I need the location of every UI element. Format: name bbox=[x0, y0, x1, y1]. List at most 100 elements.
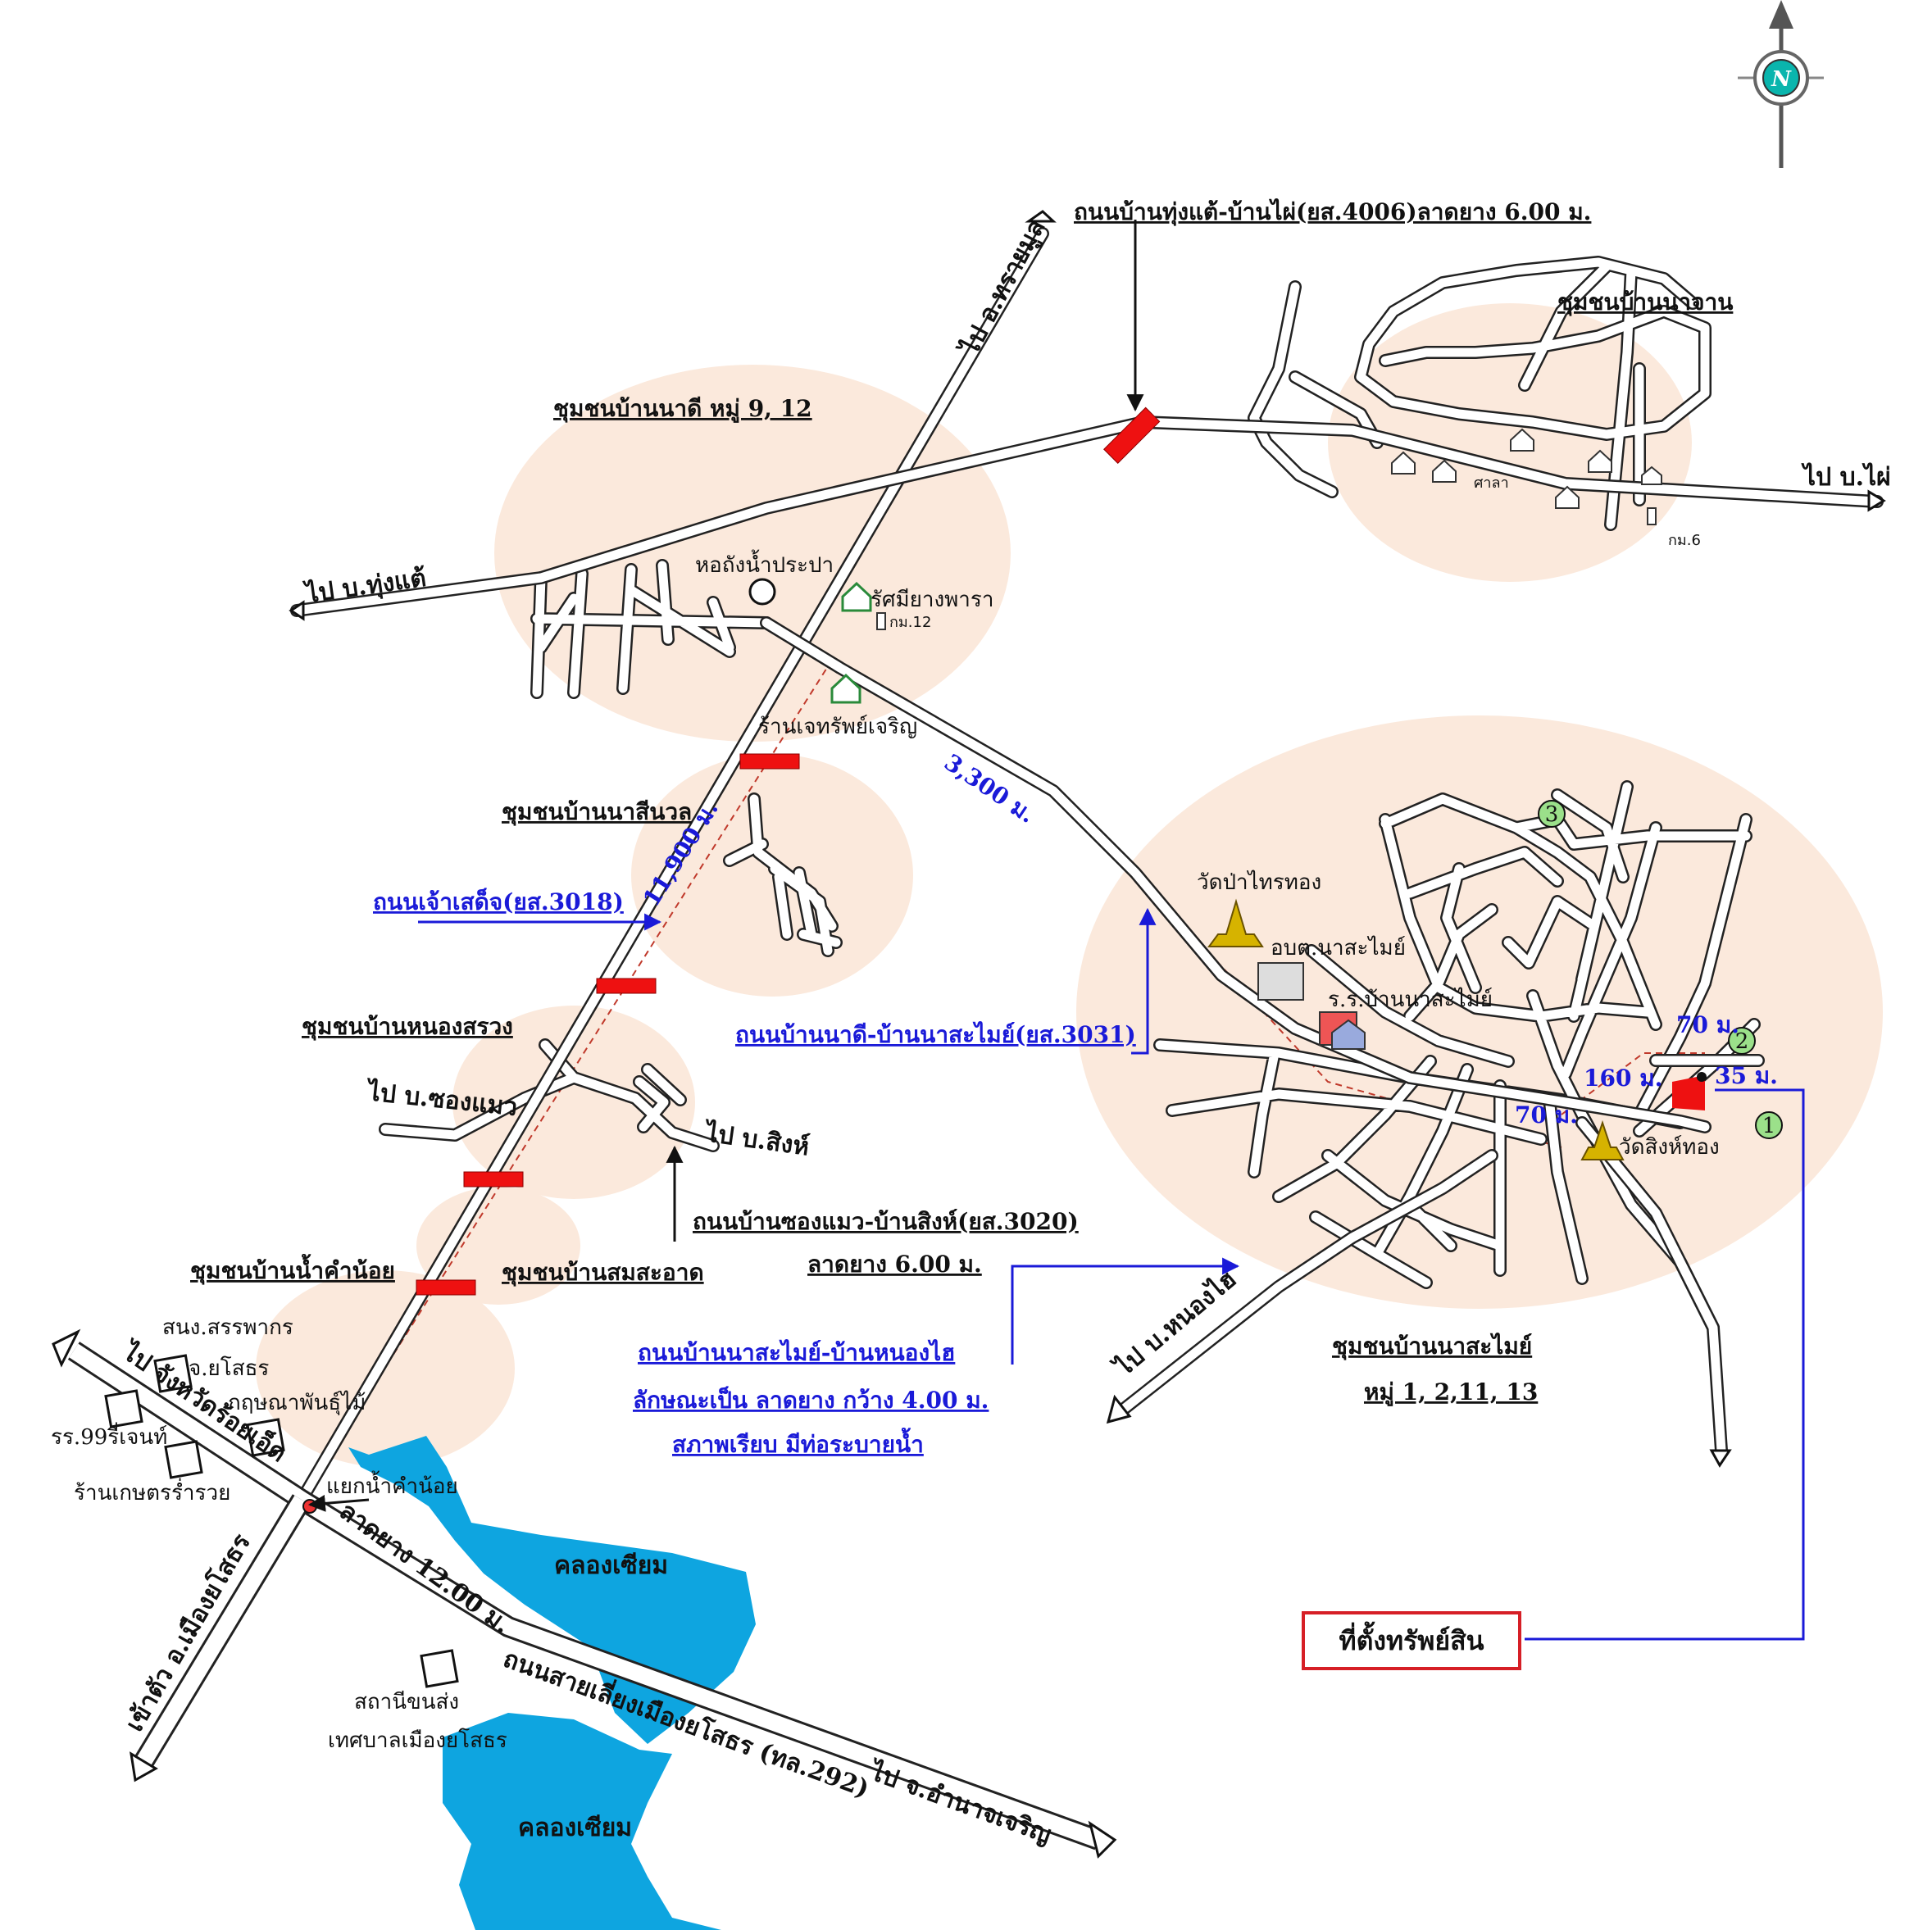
property-location-label: ที่ตั้งทรัพย์สิน bbox=[1302, 1611, 1521, 1670]
arrow-head-south-nongnin bbox=[1709, 1449, 1732, 1468]
place-label-sao: อบต.นาสะไมย์ bbox=[1271, 935, 1406, 960]
place-label-revenue: สนง.สรรพากร bbox=[162, 1315, 293, 1340]
place-label-km6: กม.6 bbox=[1668, 532, 1701, 549]
marker-1: 1 bbox=[1762, 1114, 1776, 1138]
km-post-icon bbox=[1647, 507, 1657, 525]
distance-label-160: 160 ม. bbox=[1584, 1065, 1662, 1092]
bridge-marker bbox=[463, 1171, 524, 1188]
road-label-songmaeo-sing-width: ลาดยาง 6.00 ม. bbox=[807, 1251, 982, 1278]
place-label-bus-municipality: เทศบาลเมืองยโสธร bbox=[328, 1728, 507, 1753]
road-label-nadee-nasamai: ถนนบ้านนาดี-บ้านนาสะไมย์(ยส.3031) bbox=[735, 1021, 1136, 1048]
place-label-bus: สถานีขนส่ง bbox=[354, 1690, 459, 1714]
bridge-marker bbox=[1103, 406, 1161, 464]
house-icon bbox=[1432, 459, 1457, 483]
bridge-marker bbox=[739, 753, 800, 770]
distance-label-70-top: 70 ม. bbox=[1676, 1011, 1739, 1038]
direction-to-phai: ไป บ.ไผ่ bbox=[1801, 462, 1891, 492]
community-label-nasamai: ชุมชนบ้านนาสะไมย์ bbox=[1332, 1333, 1532, 1360]
canal-area-south bbox=[443, 1713, 721, 1930]
community-label-nongsaruang: ชุมชนบ้านหนองสรวง bbox=[302, 1013, 513, 1041]
house-icon bbox=[841, 581, 872, 612]
road-label-tungtae-phai: ถนนบ้านทุ่งแต้-บ้านไผ่(ยส.4006)ลาดยาง 6.… bbox=[1074, 198, 1591, 226]
road-label-nasamai-nonghai-surface: ลักษณะเป็น ลาดยาง กว้าง 4.00 ม. bbox=[633, 1386, 989, 1414]
place-label-school: ร.ร.บ้านนาสะไมย์ bbox=[1328, 987, 1493, 1012]
compass-label: N bbox=[1771, 67, 1792, 92]
community-label-nadee: ชุมชนบ้านนาดี หมู่ 9, 12 bbox=[553, 395, 812, 423]
building-square-icon bbox=[420, 1649, 459, 1688]
road-label-songmaeo-sing: ถนนบ้านซองแมว-บ้านสิงห์(ยส.3020) bbox=[693, 1208, 1079, 1235]
place-label-farm-shop: ร้านเกษตรร่ำรวย bbox=[74, 1478, 230, 1505]
government-office-icon bbox=[1257, 962, 1304, 1001]
place-label-water-tower: หอถังน้ำประปา bbox=[695, 549, 834, 578]
place-label-sala: ศาลา bbox=[1474, 475, 1509, 492]
temple-icon bbox=[1580, 1119, 1625, 1160]
bridges bbox=[416, 406, 1161, 1296]
property-point-icon bbox=[1697, 1072, 1707, 1082]
arrow-head-south-city bbox=[130, 1751, 158, 1782]
house-icon bbox=[1641, 465, 1662, 485]
house-icon bbox=[830, 673, 861, 704]
arrow-head-east-phai bbox=[1867, 489, 1886, 512]
marker-1-icon bbox=[1755, 1111, 1783, 1139]
place-label-wat-pa: วัดป่าไทรทอง bbox=[1197, 870, 1321, 895]
community-labels: ชุมชนบ้านนาดี หมู่ 9, 12 ชุมชนบ้านนาจาน … bbox=[190, 288, 1733, 1406]
community-label-somsaat: ชุมชนบ้านสมสะอาด bbox=[502, 1259, 704, 1287]
house-icon bbox=[1391, 451, 1416, 475]
building-square-icon bbox=[164, 1440, 203, 1479]
map-icons bbox=[104, 428, 1707, 1688]
property-flag-icon bbox=[1672, 1075, 1705, 1110]
compass-rose: N bbox=[1738, 0, 1824, 168]
direction-to-sing: ไป บ.สิงห์ bbox=[702, 1118, 811, 1162]
community-label-nasamai-moo: หมู่ 1, 2,11, 13 bbox=[1364, 1378, 1538, 1406]
road-label-nasamai-nonghai-condition: สภาพเรียบ มีท่อระบายน้ำ bbox=[672, 1427, 924, 1458]
place-label-km12: กม.12 bbox=[889, 614, 931, 631]
arrow-head-east-amnat bbox=[1088, 1820, 1117, 1859]
arrow-head-west-roiet bbox=[52, 1328, 81, 1368]
road-end-arrows bbox=[52, 210, 1886, 1859]
water-tower-icon bbox=[748, 578, 776, 606]
place-label-shop: ร้านเจทรัพย์เจริญ bbox=[758, 715, 917, 739]
arrow-head-southwest-nonghai bbox=[1106, 1394, 1132, 1424]
place-labels: หอถังน้ำประปา รัศมียางพารา กม.12 ร้านเจท… bbox=[51, 475, 1720, 1842]
building-square-icon bbox=[104, 1389, 143, 1428]
distance-label-35: 35 ม. bbox=[1715, 1062, 1778, 1089]
arrow-head-west-tungtae bbox=[289, 600, 305, 621]
temple-icon bbox=[1207, 898, 1264, 947]
road-label-chaosadet: ถนนเจ้าเสด็จ(ยส.3018) bbox=[373, 888, 624, 915]
numbered-markers: 1 2 3 bbox=[1538, 800, 1783, 1139]
north-arrow-icon bbox=[1769, 0, 1793, 29]
house-icon bbox=[1510, 428, 1534, 452]
canal-label-south: คลองเซียม bbox=[518, 1814, 632, 1842]
place-label-wat-sing: วัดสิงห์ทอง bbox=[1619, 1135, 1720, 1160]
marker-3-icon bbox=[1538, 800, 1566, 828]
community-label-nasinuan: ชุมชนบ้านนาสีนวล bbox=[502, 798, 692, 826]
leader-lines bbox=[307, 220, 1805, 1641]
building-square-icon bbox=[153, 1354, 193, 1393]
canal-area-north bbox=[348, 1436, 756, 1744]
school-roof-icon bbox=[1331, 1019, 1366, 1050]
canal-label-north: คลองเซียม bbox=[554, 1551, 668, 1580]
bridge-marker bbox=[596, 978, 657, 994]
direction-to-saimun: ไป อ.ทรายมูล bbox=[954, 215, 1052, 362]
marker-2: 2 bbox=[1735, 1029, 1749, 1054]
distance-line-east bbox=[1561, 1052, 1705, 1115]
place-label-revenue-province: จ.ยโสธร bbox=[189, 1356, 269, 1381]
distance-label-70-bottom: 70 ม. bbox=[1515, 1101, 1578, 1128]
marker-2-icon bbox=[1728, 1027, 1756, 1055]
building-square-icon bbox=[246, 1418, 285, 1457]
traffic-light-icon bbox=[302, 1499, 317, 1514]
place-label-junction: แยกน้ำคำน้อย bbox=[326, 1470, 458, 1499]
community-label-namkhamnoi: ชุมชนบ้านน้ำคำน้อย bbox=[190, 1253, 395, 1285]
bridge-marker bbox=[416, 1279, 476, 1296]
arrow-head-north bbox=[1025, 210, 1057, 223]
house-icon bbox=[1555, 485, 1580, 509]
km-post-icon bbox=[876, 612, 886, 630]
place-label-rubber: รัศมียางพารา bbox=[871, 588, 993, 612]
community-label-nachan: ชุมชนบ้านนาจาน bbox=[1557, 288, 1733, 316]
place-label-resort: รร.99รี่เจนท์ bbox=[51, 1422, 167, 1450]
canal-water bbox=[348, 1436, 756, 1930]
house-icon bbox=[1588, 449, 1612, 473]
community-area-somsaat bbox=[416, 1187, 580, 1305]
road-label-nasamai-nonghai: ถนนบ้านนาสะไมย์-บ้านหนองไฮ bbox=[638, 1339, 955, 1366]
